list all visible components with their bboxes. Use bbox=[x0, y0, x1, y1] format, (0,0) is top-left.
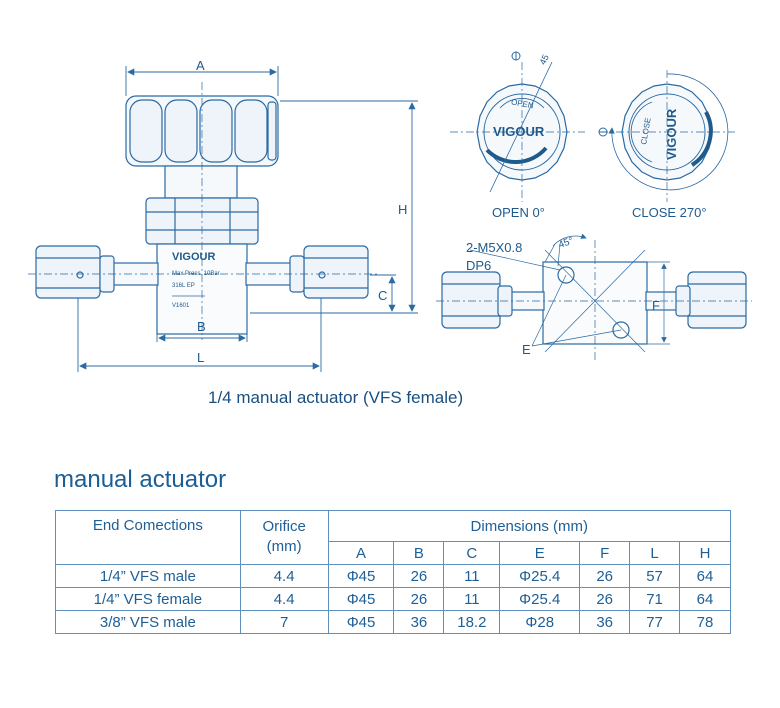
dimensions-table: End Comections Orifice(mm) Dimensions (m… bbox=[55, 510, 732, 634]
dim-cell: 11 bbox=[443, 587, 501, 611]
dim-cell: 36 bbox=[393, 610, 445, 634]
dim-cell: 78 bbox=[679, 610, 731, 634]
figure-caption: 1/4 manual actuator (VFS female) bbox=[208, 388, 464, 407]
dim-label-b: B bbox=[197, 319, 206, 334]
dim-cell: 57 bbox=[629, 564, 681, 588]
dim-cell: 64 bbox=[679, 587, 731, 611]
dim-label-f: F bbox=[652, 298, 660, 313]
orifice-cell: 4.4 bbox=[239, 587, 329, 611]
close-brand: VIGOUR bbox=[664, 108, 679, 160]
dim-col-h: H bbox=[679, 541, 731, 565]
end-connection-cell: 3/8” VFS male bbox=[55, 610, 241, 634]
dim-cell: 26 bbox=[393, 564, 445, 588]
table-row: 1/4” VFS female 4.4 Φ45 26 11 Φ25.4 26 7… bbox=[55, 587, 731, 611]
dim-label-c: C bbox=[378, 288, 387, 303]
body-text-line1: Max Press. 10Bar bbox=[172, 271, 220, 277]
orifice-cell: 7 bbox=[239, 610, 329, 634]
thread-depth: DP6 bbox=[466, 258, 491, 273]
dim-cell: Φ25.4 bbox=[499, 564, 581, 588]
close-caption: CLOSE 270° bbox=[632, 205, 707, 220]
dim-cell: 77 bbox=[629, 610, 681, 634]
dim-col-f: F bbox=[579, 541, 631, 565]
dim-col-c: C bbox=[443, 541, 501, 565]
dim-label-h: H bbox=[398, 202, 407, 217]
dim-cell: Φ45 bbox=[327, 564, 395, 588]
angle-45: 45° bbox=[557, 235, 575, 251]
header-orifice: Orifice(mm) bbox=[239, 510, 329, 565]
dim-label-a: A bbox=[196, 58, 205, 73]
left-fitting bbox=[35, 245, 101, 299]
end-connection-cell: 1/4” VFS female bbox=[55, 587, 241, 611]
orifice-cell: 4.4 bbox=[239, 564, 329, 588]
dim-col-e: E bbox=[499, 541, 581, 565]
dim-cell: Φ28 bbox=[499, 610, 581, 634]
thread-spec: 2-M5X0.8 bbox=[466, 240, 522, 255]
dim-label-l: L bbox=[197, 350, 204, 365]
dim-cell: 36 bbox=[579, 610, 631, 634]
technical-drawing: A H C B L VIGOUR Max Press. 10Bar 316L E… bbox=[28, 51, 752, 372]
dim-cell: 71 bbox=[629, 587, 681, 611]
open-caption: OPEN 0° bbox=[492, 205, 545, 220]
dim-label-e: E bbox=[522, 342, 531, 357]
dim-col-b: B bbox=[393, 541, 445, 565]
dim-cell: 26 bbox=[393, 587, 445, 611]
dim-cell: 64 bbox=[679, 564, 731, 588]
dim-cell: 26 bbox=[579, 587, 631, 611]
open-tag: OPEN bbox=[510, 98, 534, 111]
dim-col-l: L bbox=[629, 541, 681, 565]
dim-col-a: A bbox=[327, 541, 395, 565]
open-view: VIGOUR OPEN 45 OPEN 0° bbox=[450, 51, 585, 220]
header-end-connections: End Comections bbox=[55, 510, 241, 565]
dim-cell: Φ25.4 bbox=[499, 587, 581, 611]
dim-cell: Φ45 bbox=[327, 587, 395, 611]
dim-cell: 18.2 bbox=[443, 610, 501, 634]
header-dimensions: Dimensions (mm) bbox=[327, 510, 732, 542]
open-angle-mark: 45 bbox=[537, 53, 550, 66]
right-fitting bbox=[303, 245, 369, 299]
body-brand: VIGOUR bbox=[172, 251, 215, 263]
dim-cell: Φ45 bbox=[327, 610, 395, 634]
bottom-view bbox=[441, 261, 747, 345]
body-text-line2: 316L EP bbox=[172, 283, 195, 289]
open-brand: VIGOUR bbox=[493, 124, 545, 139]
body-text-line3: V1601 bbox=[172, 303, 190, 309]
close-view: VIGOUR CLOSE CLOSE 270° bbox=[598, 70, 735, 220]
section-title: manual actuator bbox=[54, 466, 227, 493]
table-row: 3/8” VFS male 7 Φ45 36 18.2 Φ28 36 77 78 bbox=[55, 610, 731, 634]
dim-cell: 11 bbox=[443, 564, 501, 588]
dim-cell: 26 bbox=[579, 564, 631, 588]
table-row: 1/4” VFS male 4.4 Φ45 26 11 Φ25.4 26 57 … bbox=[55, 564, 731, 588]
end-connection-cell: 1/4” VFS male bbox=[55, 564, 241, 588]
